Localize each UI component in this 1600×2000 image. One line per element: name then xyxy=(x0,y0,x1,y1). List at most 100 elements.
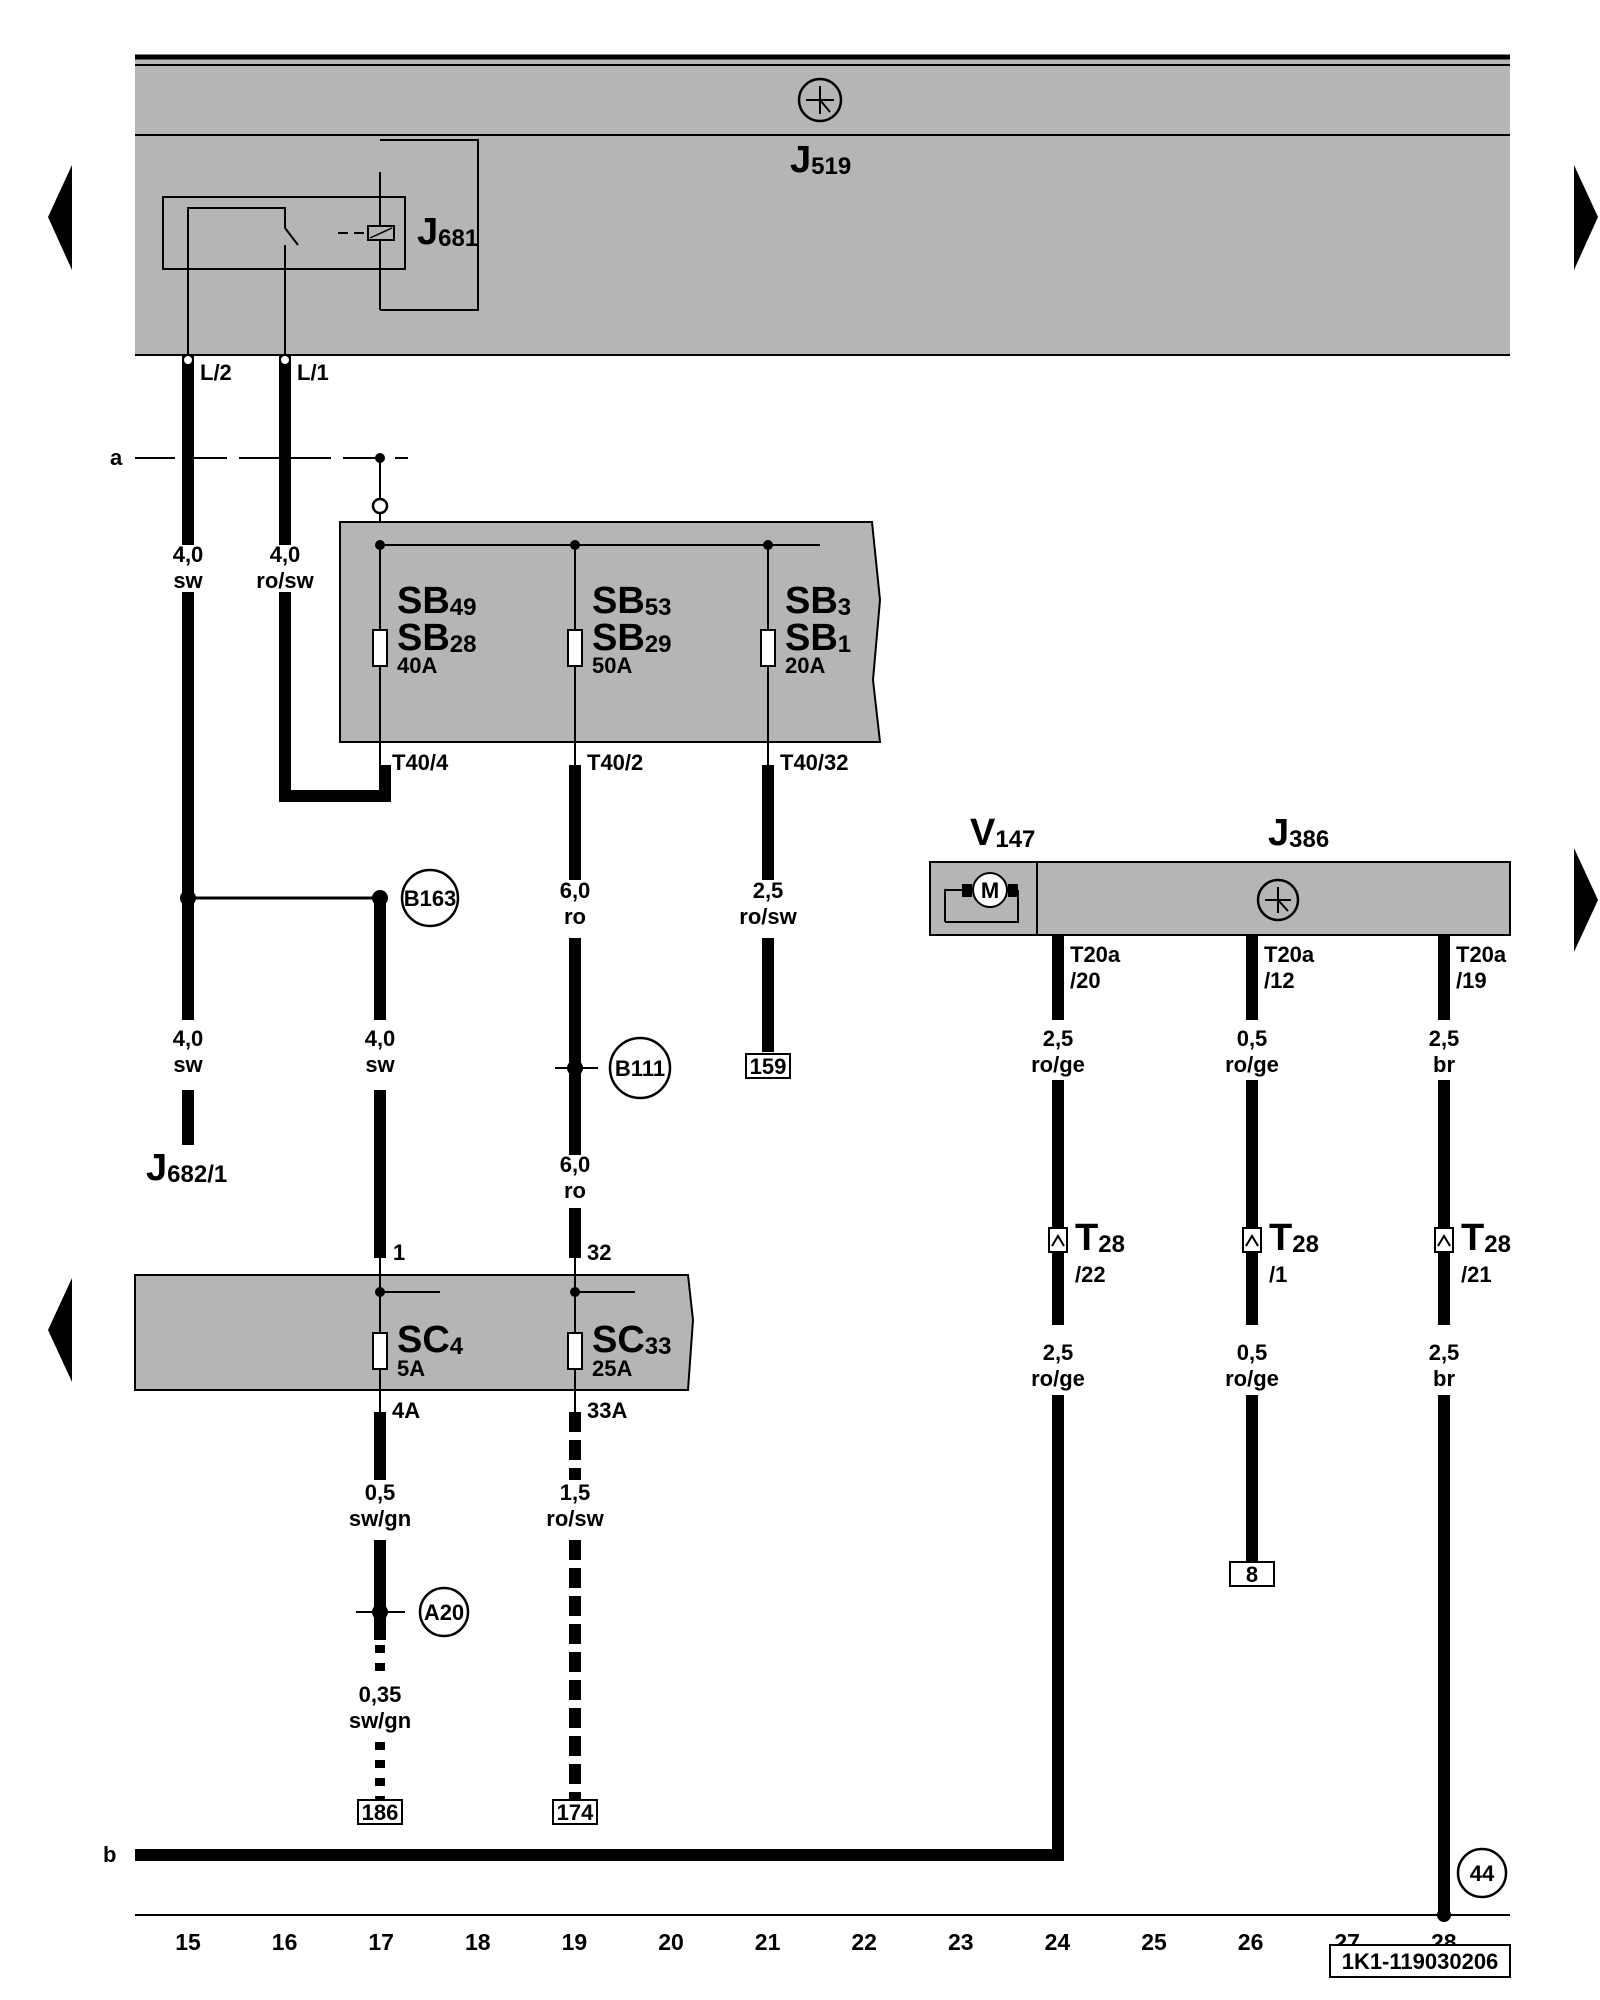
wire-size: 6,0 xyxy=(560,1152,591,1177)
wire-size: 0,5 xyxy=(1237,1340,1268,1365)
ref-box xyxy=(1229,1561,1275,1587)
connector-name: T20a xyxy=(1070,942,1121,967)
column-number: 21 xyxy=(755,1929,781,1955)
wire-color: sw xyxy=(365,1052,395,1077)
wire-color: ro/ge xyxy=(1031,1366,1085,1391)
column-number: 18 xyxy=(465,1929,491,1955)
wire-color: sw/gn xyxy=(349,1708,411,1733)
fuse-name: SB1 xyxy=(785,617,851,659)
j386-label: J386 xyxy=(1268,812,1329,854)
fuse-name: SB53 xyxy=(592,580,672,622)
connector-name: T20a xyxy=(1264,942,1315,967)
fuse-name: SB28 xyxy=(397,617,477,659)
pin-label: 32 xyxy=(587,1240,611,1265)
sb-fuse-box xyxy=(339,521,882,743)
column-number: 23 xyxy=(948,1929,974,1955)
terminal-label: T40/32 xyxy=(780,750,849,775)
ground-point-label: B163 xyxy=(404,886,457,911)
wire-column-17-lower: 0,5 sw/gn A20 0,35 sw/gn 186 xyxy=(349,1412,470,1825)
motor-icon: M xyxy=(944,872,1019,923)
wire-color: ro/sw xyxy=(546,1506,604,1531)
wire-size: 0,5 xyxy=(1237,1026,1268,1051)
pin-l1: L/1 xyxy=(297,360,329,385)
page-prev-arrow-bottom[interactable] xyxy=(48,1278,72,1382)
fuse-rating: 50A xyxy=(592,653,632,678)
wire-color: ro/ge xyxy=(1031,1052,1085,1077)
wire-size: 0,5 xyxy=(365,1480,396,1505)
wire-color: ro xyxy=(564,904,586,929)
wire-column-28: T20a /19 2,5 br T28 /21 2,5 br 44 xyxy=(1429,935,1511,1922)
ground-point-label: B111 xyxy=(615,1056,665,1081)
wire-size: 6,0 xyxy=(560,878,591,903)
ref-box xyxy=(745,1053,791,1079)
j681-label: J681 xyxy=(417,211,478,253)
pin-label: 33A xyxy=(587,1398,627,1423)
fuse-sb53-sb29: SB53 SB29 50A T40/2 xyxy=(567,540,672,775)
page-next-arrow-top[interactable] xyxy=(1574,165,1598,270)
wire-size: 0,35 xyxy=(359,1682,402,1707)
wire-column-21: 2,5 ro/sw 159 xyxy=(739,765,798,1079)
ground-point-label: A20 xyxy=(424,1600,464,1625)
sc-fuse-box: SC4 5A SC33 25A 4A 33A xyxy=(134,1258,695,1423)
wire-size: 2,5 xyxy=(1429,1026,1460,1051)
fuse-name: SB49 xyxy=(397,580,477,622)
wire-column-19-lower: 1,5 ro/sw 174 xyxy=(546,1412,605,1825)
wire-color: br xyxy=(1433,1366,1455,1391)
electronic-unit-icon xyxy=(1256,878,1300,922)
connector-pin: /12 xyxy=(1264,968,1295,993)
wire-column-24: T20a /20 2,5 ro/ge T28 /22 2,5 ro/ge xyxy=(135,935,1125,1861)
wire-color: sw/gn xyxy=(349,1506,411,1531)
connector-name: T28 xyxy=(1461,1217,1511,1259)
connector-pin: /21 xyxy=(1461,1262,1492,1287)
wire-size: 4,0 xyxy=(173,1026,204,1051)
wire-column-19: 6,0 ro B111 6,0 ro 32 xyxy=(555,765,672,1265)
column-number: 24 xyxy=(1045,1929,1071,1955)
wire-column-26: T20a /12 0,5 ro/ge T28 /1 0,5 ro/ge 8 xyxy=(1225,935,1319,1587)
reference-label: 159 xyxy=(750,1054,787,1079)
fuse-name: SB3 xyxy=(785,580,851,622)
wire-size: 2,5 xyxy=(1429,1340,1460,1365)
j386-control-unit: V147 J386 M xyxy=(929,812,1511,936)
ref-box xyxy=(552,1799,598,1825)
wire-size: 2,5 xyxy=(753,878,784,903)
fuse-name: SC4 xyxy=(397,1319,464,1361)
wire-color: ro/ge xyxy=(1225,1052,1279,1077)
connector-pin: /19 xyxy=(1456,968,1487,993)
wire-size: 4,0 xyxy=(365,1026,396,1051)
wire-size: 4,0 xyxy=(270,542,301,567)
column-number: 22 xyxy=(851,1929,877,1955)
connector-pin: /1 xyxy=(1269,1262,1287,1287)
fuse-sb3-sb1: SB3 SB1 20A T40/32 xyxy=(760,540,851,775)
column-number: 25 xyxy=(1141,1929,1167,1955)
j519-control-unit: J519 J681 xyxy=(135,54,1510,356)
reference-label: 8 xyxy=(1246,1562,1258,1587)
column-number: 19 xyxy=(562,1929,588,1955)
wire-size: 4,0 xyxy=(173,542,204,567)
column-number: 20 xyxy=(658,1929,684,1955)
v147-label: V147 xyxy=(970,812,1035,854)
j519-label: J519 xyxy=(790,139,851,181)
fuse-name: SC33 xyxy=(592,1319,672,1361)
wire-color: ro/sw xyxy=(256,568,314,593)
pin-label: 1 xyxy=(393,1240,405,1265)
page-prev-arrow-top[interactable] xyxy=(48,165,72,270)
wire-size: 2,5 xyxy=(1043,1026,1074,1051)
column-number: 26 xyxy=(1238,1929,1264,1955)
wire-color: br xyxy=(1433,1052,1455,1077)
ground-point-b111 xyxy=(608,1036,672,1100)
column-number: 15 xyxy=(175,1929,201,1955)
wire-column-17: B163 4,0 sw 1 xyxy=(180,868,460,1265)
line-b-label: b xyxy=(103,1842,116,1867)
ground-point-44 xyxy=(1456,1847,1508,1899)
wire-size: 1,5 xyxy=(560,1480,591,1505)
wire-color: ro xyxy=(564,1178,586,1203)
connector-name: T28 xyxy=(1075,1217,1125,1259)
fuse-rating: 20A xyxy=(785,653,825,678)
wire-color: ro/ge xyxy=(1225,1366,1279,1391)
ref-box xyxy=(357,1799,403,1825)
page-next-arrow-mid[interactable] xyxy=(1574,848,1598,952)
line-a: a xyxy=(110,445,408,545)
terminal-label: T40/2 xyxy=(587,750,643,775)
